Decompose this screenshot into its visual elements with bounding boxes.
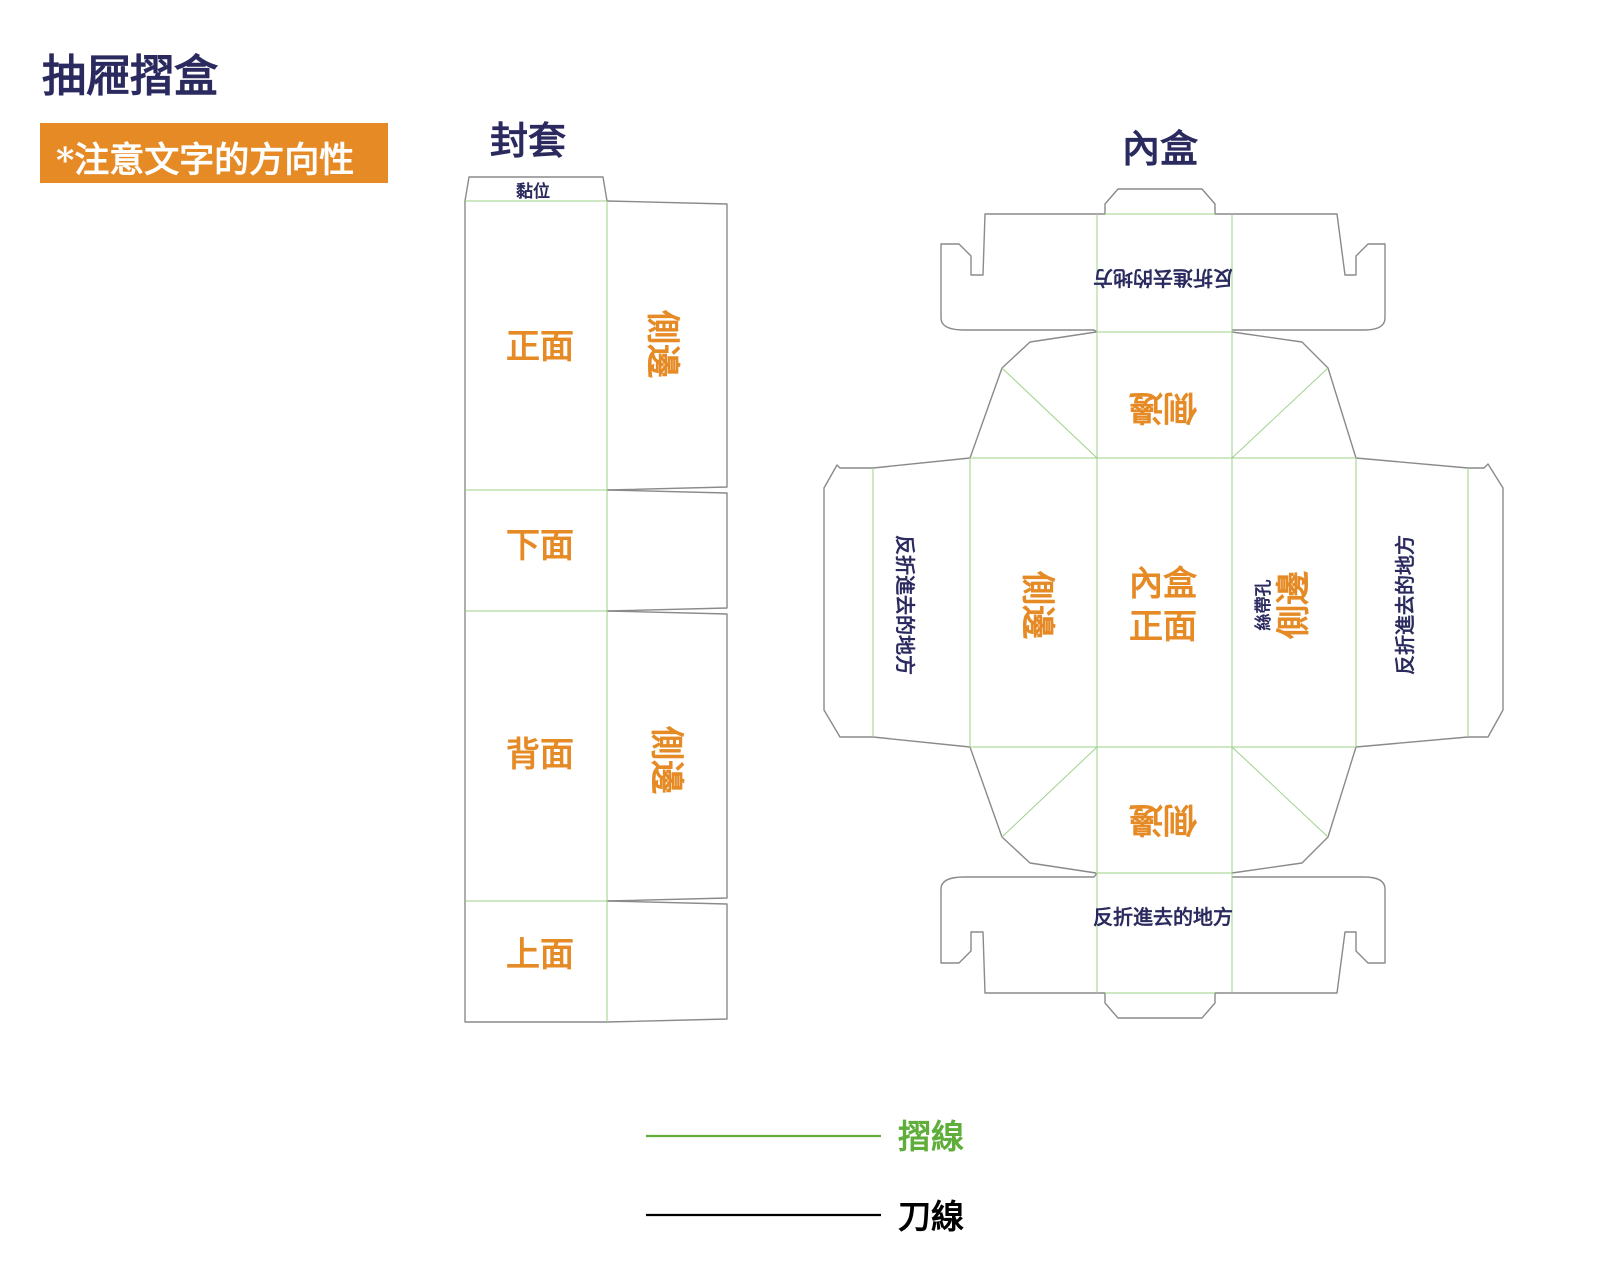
tray-center-label-line1: 內盒 [1129,564,1198,604]
tray-side-label-bottom: 側邊 [1128,799,1198,839]
sleeve-title: 封套 [490,118,566,163]
tray-side-label-left: 側邊 [1017,570,1057,640]
sleeve-front-label: 正面 [506,327,574,367]
sleeve-top-label: 上面 [506,935,574,975]
tray-fold-in-label-top: 反折進去的地方 [1093,266,1233,290]
sleeve-fold-lines [465,200,608,1022]
orientation-note-badge: *注意文字的方向性 [40,123,388,183]
tray-ribbon-hole-label: 絲帶孔 [1253,580,1274,631]
sleeve-glue-label: 黏位 [516,181,550,202]
tray-center-label-line2: 正面 [1129,607,1197,647]
tray-cut-lines [823,188,1504,1019]
sleeve-side-label-lower: 側邊 [646,725,686,795]
tray-fold-in-label-right: 反折進去的地方 [1393,535,1417,675]
sleeve-cut-lines [464,176,728,1023]
tray-fold-in-label-left: 反折進去的地方 [893,535,917,675]
legend-cut-label: 刀線 [898,1197,964,1236]
sleeve-side-label-upper: 側邊 [642,309,682,379]
tray-side-label-right: 側邊 [1274,570,1314,640]
legend-fold-label: 摺線 [898,1117,964,1156]
sleeve-back-label: 背面 [506,735,574,775]
tray-fold-in-label-bottom: 反折進去的地方 [1093,905,1233,929]
tray-fold-lines [872,213,1469,994]
sleeve-bottom-label: 下面 [506,526,574,566]
orientation-note-text: *注意文字的方向性 [56,140,355,181]
tray-title: 內盒 [1122,126,1199,171]
page-title: 抽屜摺盒 [42,51,218,102]
tray-side-label-top: 側邊 [1128,387,1198,427]
